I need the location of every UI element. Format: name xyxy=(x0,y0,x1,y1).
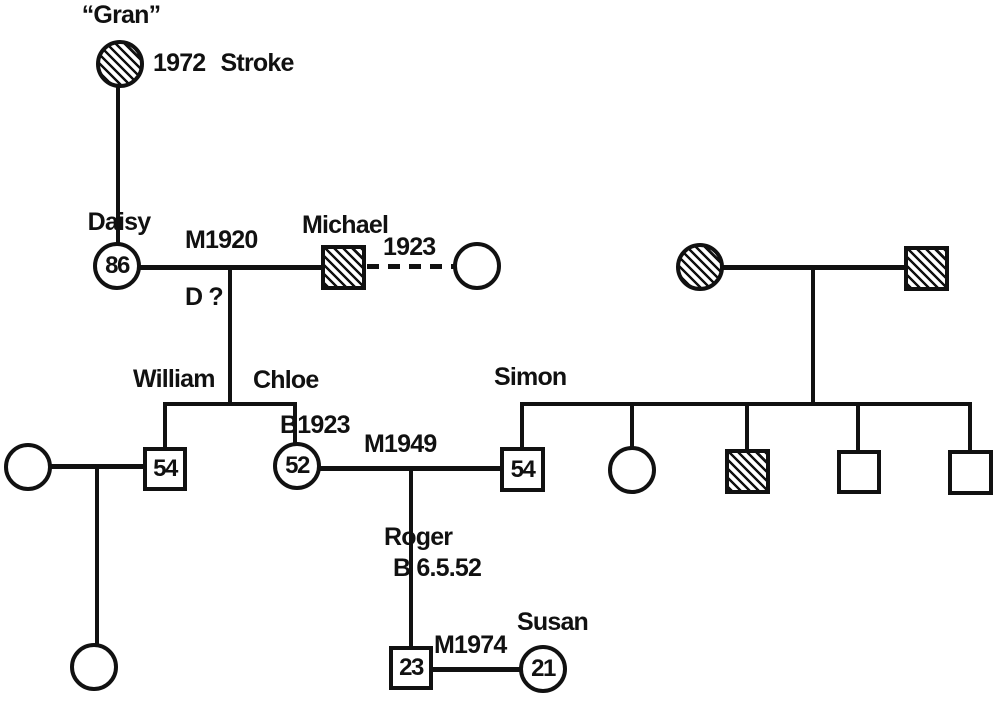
person-michael xyxy=(321,245,366,290)
label-william-name: William xyxy=(133,365,216,393)
label-michael-name: Michael xyxy=(302,211,389,239)
person-roger: 23 xyxy=(389,646,433,690)
person-simon-mother xyxy=(676,243,724,291)
age-chloe: 52 xyxy=(285,452,310,479)
label-gran-note: 1972 Stroke xyxy=(153,49,294,77)
person-simon-father xyxy=(904,246,949,291)
descent-line-simon-parents-children xyxy=(811,265,815,405)
person-michael-second-wife xyxy=(453,242,501,290)
person-gran xyxy=(96,40,144,88)
label-divorce-daisy-michael: D ? xyxy=(185,283,224,311)
person-simon-brother-3 xyxy=(948,450,993,495)
person-daisy: 86 xyxy=(93,242,141,290)
descent-line-simon-brother-2 xyxy=(856,402,860,452)
label-remarriage-year: 1923 xyxy=(383,233,436,261)
label-marriage-roger-susan: M1974 xyxy=(434,631,507,659)
descent-line-daisy-michael-children xyxy=(228,265,232,406)
descent-line-william xyxy=(163,402,167,448)
marriage-line-roger-susan xyxy=(431,667,520,672)
age-simon: 54 xyxy=(510,455,536,483)
label-simon-name: Simon xyxy=(494,363,567,391)
person-william-daughter xyxy=(70,643,118,691)
person-chloe: 52 xyxy=(273,442,321,490)
label-susan-name: Susan xyxy=(517,608,589,636)
person-william-wife xyxy=(4,443,52,491)
label-gran-name: “Gran” xyxy=(81,1,161,29)
age-daisy: 86 xyxy=(105,252,130,279)
person-william: 54 xyxy=(143,447,187,491)
label-daisy-name: Daisy xyxy=(87,208,152,236)
age-roger: 23 xyxy=(399,654,424,681)
label-marriage-daisy-michael: M1920 xyxy=(185,226,258,254)
label-roger-name: Roger xyxy=(384,523,453,551)
descent-line-roger xyxy=(409,466,413,649)
age-susan: 21 xyxy=(531,655,556,682)
person-simon-brother-2 xyxy=(837,450,881,494)
remarriage-dashed-line-michael xyxy=(367,264,455,269)
person-simon: 54 xyxy=(500,447,545,492)
person-susan: 21 xyxy=(519,645,567,693)
descent-line-william-daughter xyxy=(95,464,99,646)
descent-line-simon-brother-affected xyxy=(745,402,749,451)
age-william: 54 xyxy=(153,455,178,482)
label-marriage-chloe-simon: M1949 xyxy=(364,430,437,458)
person-simon-brother-affected xyxy=(725,449,770,494)
descent-line-simon-brother-3 xyxy=(968,402,972,452)
label-chloe-birth: B1923 xyxy=(280,411,350,439)
sibship-line-william-chloe xyxy=(163,402,297,406)
descent-line-gran-daisy xyxy=(116,86,120,244)
label-chloe-name: Chloe xyxy=(253,366,319,394)
label-roger-birth: B 6.5.52 xyxy=(393,554,482,582)
descent-line-simon xyxy=(520,402,524,449)
descent-line-simon-sister xyxy=(630,402,634,448)
person-simon-sister xyxy=(608,446,656,494)
descent-line-chloe xyxy=(293,402,297,445)
